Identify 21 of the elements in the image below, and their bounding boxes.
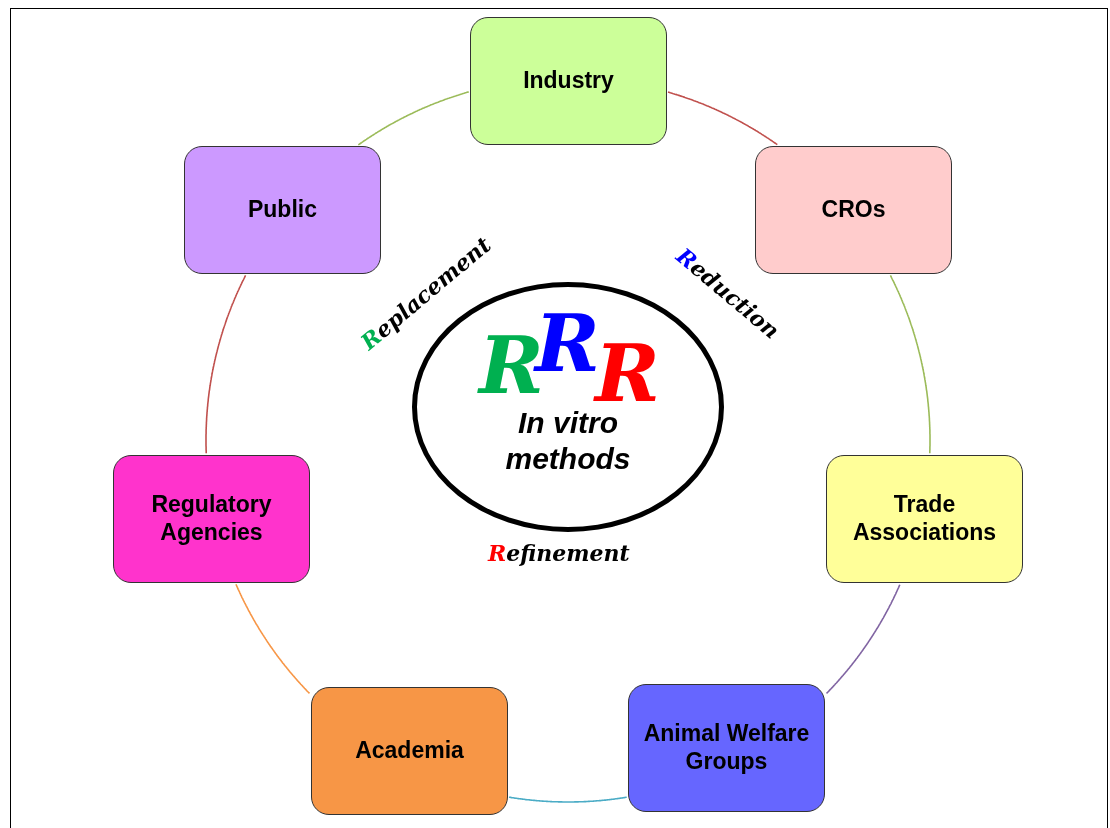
stakeholder-box — [113, 455, 310, 583]
box-label: Regulatory Agencies — [150, 491, 273, 547]
connector-arc — [667, 91, 779, 146]
connector-arc — [889, 274, 931, 454]
stakeholder-box — [628, 684, 825, 812]
stakeholder-box — [470, 17, 667, 145]
box-label: Industry — [523, 67, 614, 95]
box-label: Trade Associations — [851, 491, 998, 547]
script-label: Refinement — [488, 540, 630, 566]
stakeholder-box — [826, 455, 1023, 583]
connector-arc — [235, 583, 311, 695]
connector-arc — [357, 91, 470, 146]
box-label: CROs — [821, 196, 886, 224]
stakeholder-box — [311, 687, 508, 815]
stakeholder-box — [184, 146, 381, 274]
connector-arc — [508, 796, 628, 803]
box-label: Academia — [355, 737, 464, 765]
box-label: Public — [248, 196, 317, 224]
box-label: Animal Welfare Groups — [643, 720, 810, 776]
connector-arc — [825, 583, 901, 695]
connector-arc — [205, 274, 247, 454]
